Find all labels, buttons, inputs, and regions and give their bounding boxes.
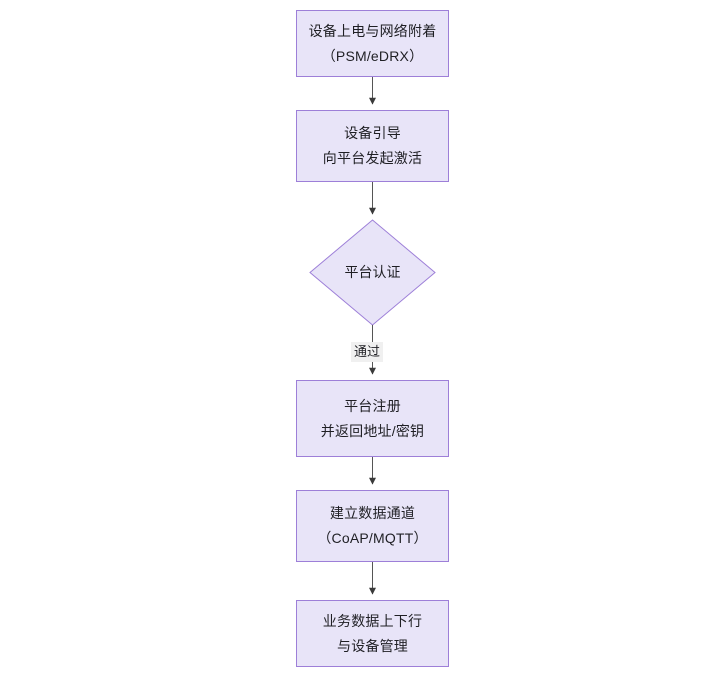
node-data-channel[interactable]: 建立数据通道 （CoAP/MQTT）: [296, 490, 449, 562]
node-business-data[interactable]: 业务数据上下行 与设备管理: [296, 600, 449, 667]
node-device-bootstrap[interactable]: 设备引导 向平台发起激活: [296, 110, 449, 182]
node-platform-register[interactable]: 平台注册 并返回地址/密钥: [296, 380, 449, 457]
node-label-line: 向平台发起激活: [322, 150, 423, 166]
edge-label-pass: 通过: [351, 342, 384, 362]
node-label-line: 设备上电与网络附着: [308, 22, 437, 39]
node-label-line: 设备引导: [344, 125, 401, 141]
node-decision-shape: [309, 219, 436, 326]
node-label-line: 建立数据通道: [329, 505, 416, 521]
node-label-line: 平台注册: [344, 397, 401, 414]
node-label-line: （CoAP/MQTT）: [317, 530, 428, 546]
node-device-power-on[interactable]: 设备上电与网络附着 （PSM/eDRX）: [296, 10, 449, 77]
node-label-line: 业务数据上下行: [322, 612, 423, 629]
node-label-line: （PSM/eDRX）: [321, 47, 424, 64]
node-label-line: 并返回地址/密钥: [320, 422, 425, 439]
node-label-line: 与设备管理: [337, 637, 408, 654]
